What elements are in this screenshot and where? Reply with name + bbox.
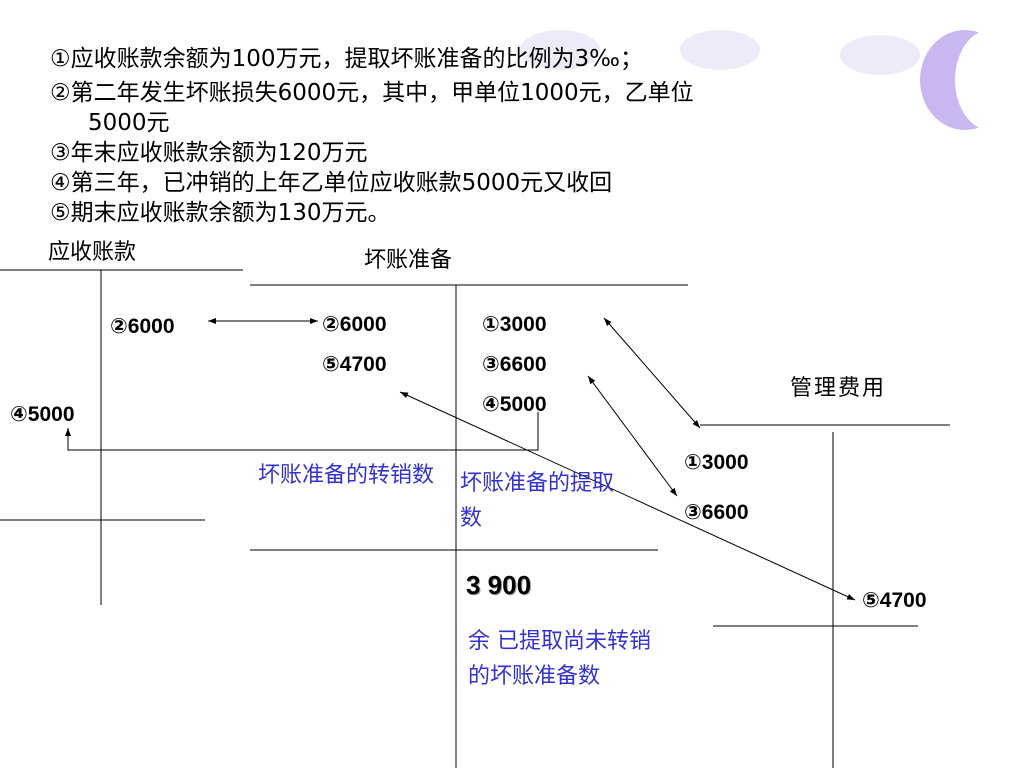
bad-debt-credit-3000: ①3000 xyxy=(482,313,547,336)
bad-debt-credit-5000: ④5000 xyxy=(482,393,547,416)
bad-debt-credit-6600: ③6600 xyxy=(482,353,547,376)
bad-debt-debit-note: 坏账准备的转销数 xyxy=(258,463,435,488)
arrow-4700 xyxy=(399,391,856,601)
condition-4: ④第三年，已冲销的上年乙单位应收账款5000元又收回 xyxy=(50,170,613,196)
bad-debt-debit-6000: ②6000 xyxy=(322,313,387,336)
receivable-credit-6000: ②6000 xyxy=(110,315,175,338)
bad-debt-balance-note: 余 已提取尚未转销的坏账准备数 xyxy=(468,629,651,689)
condition-2-cont: 5000元 xyxy=(88,110,170,136)
receivable-title: 应收账款 xyxy=(48,240,137,265)
admin-credit-4700: ⑤4700 xyxy=(862,589,927,612)
bad-debt-balance: 3 900 xyxy=(466,570,532,600)
bad-debt-debit-4700: ⑤4700 xyxy=(322,353,387,376)
admin-debit-3000: ①3000 xyxy=(684,451,749,474)
arrow-3000 xyxy=(603,317,701,429)
bad-debt-credit-note: 坏账准备的提取数 xyxy=(460,471,615,531)
condition-1: ①应收账款余额为100万元，提取坏账准备的比例为3‰； xyxy=(50,46,644,72)
bad-debt-title: 坏账准备 xyxy=(364,248,453,273)
admin-debit-6600: ③6600 xyxy=(684,501,749,524)
condition-2: ②第二年发生坏账损失6000元，其中，甲单位1000元，乙单位 xyxy=(50,80,694,106)
arrow-5000 xyxy=(65,412,539,451)
condition-3: ③年末应收账款余额为120万元 xyxy=(50,140,368,166)
condition-5: ⑤期末应收账款余额为130万元。 xyxy=(50,200,391,226)
receivable-debit-5000: ④5000 xyxy=(10,403,75,426)
decorative-circles xyxy=(0,0,1024,140)
